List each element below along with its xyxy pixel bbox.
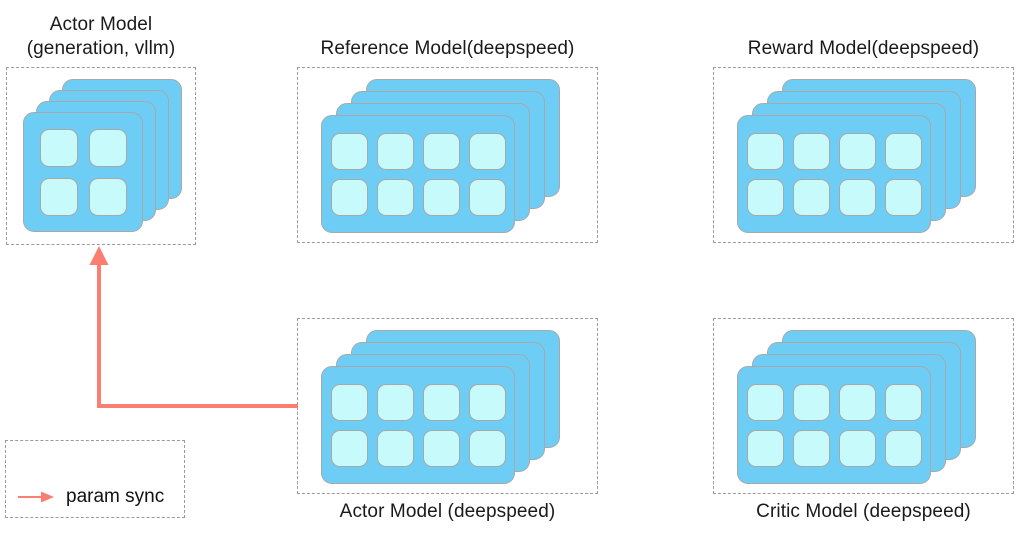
device-chip xyxy=(39,177,78,216)
stack-card-front xyxy=(737,115,931,233)
device-chip xyxy=(376,383,414,421)
device-chip xyxy=(376,178,414,216)
card-stack-critic-model xyxy=(713,318,1014,494)
param-sync-path xyxy=(97,262,298,408)
device-chip xyxy=(330,132,368,170)
device-chip xyxy=(330,178,368,216)
legend-box: param sync xyxy=(5,440,185,518)
legend-item-param-sync: param sync xyxy=(16,486,164,508)
device-chip xyxy=(792,383,830,421)
device-chip xyxy=(838,178,876,216)
group-actor-model-deepspeed: Actor Model (deepspeed) xyxy=(297,318,598,522)
device-chip xyxy=(39,128,78,167)
group-label-actor-model-vllm: Actor Model (generation, vllm) xyxy=(26,14,176,59)
device-chip xyxy=(468,178,506,216)
device-chip xyxy=(746,383,784,421)
device-chip xyxy=(792,132,830,170)
device-chip xyxy=(376,132,414,170)
legend-label-param-sync: param sync xyxy=(66,486,165,507)
device-chip xyxy=(746,429,784,467)
group-reward-model: Reward Model(deepspeed) xyxy=(713,38,1014,243)
card-stack-actor-model-deepspeed xyxy=(297,318,598,494)
device-chip xyxy=(884,429,922,467)
arrow-head-icon xyxy=(89,246,109,265)
group-label-reference-model: Reference Model(deepspeed) xyxy=(320,38,575,59)
device-chip xyxy=(884,178,922,216)
device-chip xyxy=(422,429,460,467)
device-chip xyxy=(792,429,830,467)
group-label-reward-model: Reward Model(deepspeed) xyxy=(747,38,980,59)
group-boundary-reference-model xyxy=(297,67,598,243)
card-stack-actor-model-vllm xyxy=(6,67,196,245)
group-label-critic-model: Critic Model (deepspeed) xyxy=(756,501,971,522)
device-chip xyxy=(330,383,368,421)
card-stack-reward-model xyxy=(713,67,1014,243)
device-chip xyxy=(422,132,460,170)
stack-card-front xyxy=(23,112,143,232)
device-chip xyxy=(838,429,876,467)
group-boundary-actor-model-vllm xyxy=(6,67,196,245)
stack-card-front xyxy=(321,366,515,484)
device-chip xyxy=(468,383,506,421)
device-chip xyxy=(838,383,876,421)
device-chip xyxy=(88,128,127,167)
device-chip xyxy=(746,132,784,170)
stack-card-front xyxy=(737,366,931,484)
device-chip xyxy=(468,429,506,467)
device-chip xyxy=(884,383,922,421)
device-chip xyxy=(838,132,876,170)
device-chip xyxy=(468,132,506,170)
group-actor-model-vllm: Actor Model (generation, vllm) xyxy=(6,14,196,245)
stack-card-front xyxy=(321,115,515,233)
group-boundary-critic-model xyxy=(713,318,1014,494)
device-chip xyxy=(376,429,414,467)
group-label-actor-model-deepspeed: Actor Model (deepspeed) xyxy=(339,501,556,522)
device-chip xyxy=(422,383,460,421)
card-stack-reference-model xyxy=(297,67,598,243)
device-chip xyxy=(422,178,460,216)
device-chip xyxy=(330,429,368,467)
group-reference-model: Reference Model(deepspeed) xyxy=(297,38,598,243)
arrow-right-icon xyxy=(18,491,54,503)
group-boundary-reward-model xyxy=(713,67,1014,243)
device-chip xyxy=(884,132,922,170)
group-critic-model: Critic Model (deepspeed) xyxy=(713,318,1014,522)
device-chip xyxy=(746,178,784,216)
device-chip xyxy=(88,177,127,216)
device-chip xyxy=(792,178,830,216)
